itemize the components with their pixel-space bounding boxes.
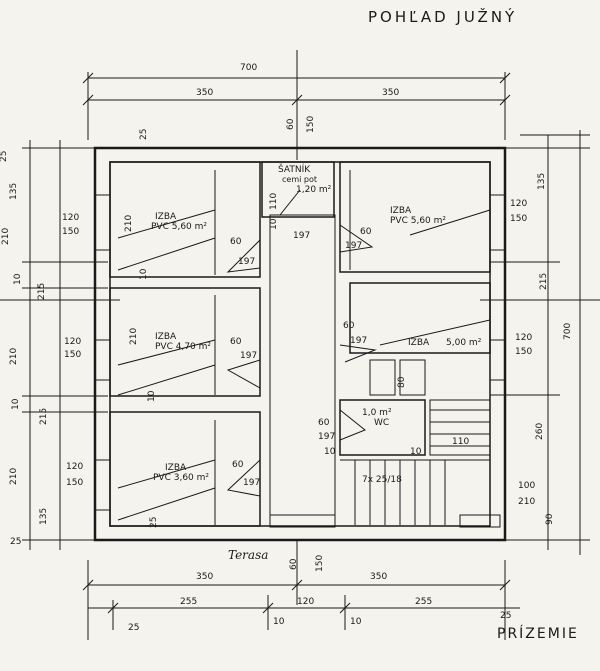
dim-right-120-2: 120 xyxy=(515,333,533,343)
dim-door1-60: 60 xyxy=(230,237,242,247)
dim-left-210-2: 210 xyxy=(9,347,19,365)
room-wc-name: WC xyxy=(374,418,390,429)
dim-top-150: 150 xyxy=(306,115,316,133)
dim-room1-10: 10 xyxy=(139,268,149,280)
dim-right-100: 100 xyxy=(518,481,536,491)
dim-wc-10: 10 xyxy=(324,447,336,457)
dim-left-150-2: 150 xyxy=(64,350,82,360)
room-izba-2: IZBA PVC 4,70 m² xyxy=(155,332,211,353)
dim-bottom-left: 350 xyxy=(196,572,214,582)
room-izba-5-name: IZBA xyxy=(408,338,430,348)
dim-left-215-2: 215 xyxy=(39,407,49,425)
dim-door3-197: 197 xyxy=(243,478,261,488)
dim-right-150-1: 150 xyxy=(510,214,528,224)
dim-bottom-10-left: 10 xyxy=(273,617,285,627)
dim-door4-197: 197 xyxy=(345,241,363,251)
room-izba-1-name: IZBA xyxy=(155,212,177,222)
dim-top-right: 350 xyxy=(382,88,400,98)
dim-bottom-120: 120 xyxy=(297,597,315,607)
dim-bottom-60: 60 xyxy=(289,558,299,570)
dim-bottom-10-right: 10 xyxy=(350,617,362,627)
room-izba-5-area: 5,00 m² xyxy=(446,338,482,348)
dim-right-215: 215 xyxy=(539,272,549,290)
floor-title: PRÍZEMIE xyxy=(497,626,579,642)
dim-left-210-1: 210 xyxy=(1,227,11,245)
dim-left-120-1: 120 xyxy=(62,213,80,223)
room-izba-1: IZBA PVC 5,60 m² xyxy=(151,212,207,233)
dim-door4-60: 60 xyxy=(360,227,372,237)
dim-left-215-1: 215 xyxy=(37,282,47,300)
dim-bottom-255-right: 255 xyxy=(415,597,433,607)
stairs-label: 7x 25/18 xyxy=(362,475,402,485)
dim-room1-210: 210 xyxy=(124,214,134,232)
room-izba-2-floor: PVC 4,70 m² xyxy=(155,342,212,353)
dim-left-10-2: 10 xyxy=(11,398,21,410)
dim-left-25-top: 25 xyxy=(0,150,9,162)
dim-wc-197: 197 xyxy=(318,432,336,442)
dim-satnik-10: 10 xyxy=(269,218,279,230)
dim-right-210: 210 xyxy=(518,497,536,507)
dim-top-60: 60 xyxy=(286,118,296,130)
dim-right-120-1: 120 xyxy=(510,199,528,209)
dim-left-210-3: 210 xyxy=(9,467,19,485)
dim-left-120-2: 120 xyxy=(64,337,82,347)
dim-wc-60: 60 xyxy=(318,418,330,428)
room-wc-area: 1,0 m² xyxy=(362,408,392,418)
dim-door1-197: 197 xyxy=(238,257,256,267)
room-izba-4: IZBA PVC 5,60 m² xyxy=(390,206,446,227)
dim-door5-60: 60 xyxy=(343,321,355,331)
dim-satnik-110: 110 xyxy=(269,192,279,210)
room-satnik-sub: cemi pot xyxy=(282,175,317,185)
dim-room2-10: 10 xyxy=(147,390,157,402)
room-izba-4-name: IZBA xyxy=(390,206,412,216)
dim-left-120-3: 120 xyxy=(66,462,84,472)
dim-corridor-197: 197 xyxy=(293,231,311,241)
dim-bottom-255-left: 255 xyxy=(180,597,198,607)
dim-room2-210: 210 xyxy=(129,327,139,345)
dim-bottom-25-right: 25 xyxy=(500,611,512,621)
room-satnik-name: ŠATNÍK xyxy=(278,165,311,175)
dim-right-90: 90 xyxy=(545,513,555,525)
dim-stair-10: 10 xyxy=(410,447,422,457)
dim-door3-60: 60 xyxy=(232,460,244,470)
dim-bottom-25-left: 25 xyxy=(128,623,140,633)
room-satnik-area: 1,20 m² xyxy=(296,184,332,195)
dim-top-total: 700 xyxy=(240,63,258,73)
dim-door2-60: 60 xyxy=(230,337,242,347)
room-izba-3-floor: PVC 3,60 m² xyxy=(153,473,210,484)
dim-right-135: 135 xyxy=(537,172,547,190)
terrace-label: Terasa xyxy=(228,548,269,562)
dim-door5-197: 197 xyxy=(350,336,368,346)
room-wc: 1,0 m² WC xyxy=(362,408,392,429)
dim-room3-25: 25 xyxy=(149,516,159,528)
room-izba-2-name: IZBA xyxy=(155,332,177,342)
dim-right-150-2: 150 xyxy=(515,347,533,357)
view-title: POHĽAD JUŽNÝ xyxy=(368,8,518,26)
dim-left-135-top: 135 xyxy=(9,182,19,200)
dim-right-700: 700 xyxy=(563,322,573,340)
dim-door2-197: 197 xyxy=(240,351,258,361)
dim-left-150-1: 150 xyxy=(62,227,80,237)
dim-top-left: 350 xyxy=(196,88,214,98)
room-izba-3: IZBA PVC 3,60 m² xyxy=(153,463,209,484)
dim-bottom-150: 150 xyxy=(315,554,325,572)
room-izba-3-name: IZBA xyxy=(165,463,187,473)
dim-left-150-3: 150 xyxy=(66,478,84,488)
room-satnik: ŠATNÍK cemi pot 1,20 m² xyxy=(278,165,331,195)
dim-left-10-1: 10 xyxy=(13,273,23,285)
room-izba-1-floor: PVC 5,60 m² xyxy=(151,222,208,233)
dim-left-25-bottom: 25 xyxy=(10,537,22,547)
room-izba-4-floor: PVC 5,60 m² xyxy=(390,216,447,227)
room-izba-5: IZBA 5,00 m² xyxy=(408,338,481,348)
dim-right-260: 260 xyxy=(535,422,545,440)
dim-left-135-bottom: 135 xyxy=(39,507,49,525)
dim-stair-110: 110 xyxy=(452,437,470,447)
dim-bottom-right: 350 xyxy=(370,572,388,582)
dim-top-25: 25 xyxy=(139,128,149,140)
dim-80: 80 xyxy=(397,376,407,388)
